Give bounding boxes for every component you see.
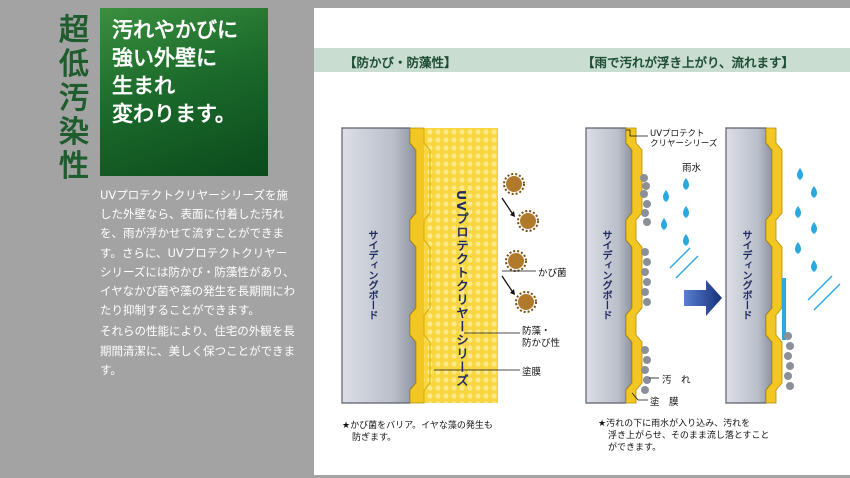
note-right: ★汚れの下に雨水が入り込み、汚れを 浮き上がらせ、そのまま流し落とすこと ができ… (598, 419, 770, 453)
title-char: 染 (59, 115, 89, 150)
title-char: 低 (59, 47, 89, 82)
progress-arrow (684, 280, 722, 316)
rain-drops-right2 (795, 168, 817, 272)
headline-line: 生まれ (112, 74, 175, 98)
dirt-label: 汚 れ (662, 375, 691, 386)
water-film (782, 278, 786, 340)
note-left: ★かび菌をバリア。イヤな藻の発生も 防ぎます。 (342, 421, 493, 443)
dirt-particles-washed (784, 332, 794, 390)
section-title-mold: 【防かび・防藻性】 (344, 55, 457, 70)
title-char: 超 (59, 13, 89, 48)
coating-label-right: UVプロテクト クリヤーシリーズ (650, 129, 718, 149)
coating-layer-right2 (765, 127, 783, 404)
rain-label: 雨水 (682, 163, 702, 174)
siding-label-left: サイディングボード (366, 230, 377, 320)
siding-label-right2: サイディングボード (740, 230, 751, 320)
headline-line: 変わります。 (112, 102, 236, 126)
body-paragraph: UVプロテクトクリヤーシリーズを施した外壁なら、表面に付着した汚れを、雨が浮かせ… (100, 188, 296, 318)
section-title-rain: 【雨で汚れが浮き上がり、流れます】 (582, 55, 795, 70)
headline-line: 汚れやかびに (112, 18, 238, 42)
diagram-panel: 【防かび・防藻性】 【雨で汚れが浮き上がり、流れます】 (314, 8, 850, 475)
coating-label-left: UVプロテクトクリヤーシリーズ (454, 190, 469, 388)
dirt-particles (640, 174, 651, 394)
mold-spore (515, 291, 537, 313)
mold-spore (517, 210, 539, 232)
header-band (314, 48, 850, 72)
mold-label: かび菌 (538, 268, 567, 279)
film-label-left: 塗膜 (522, 367, 542, 378)
siding-label-right1: サイディングボード (600, 230, 611, 320)
title-char: 性 (59, 149, 89, 184)
vertical-title: 超 低 汚 染 性 (57, 14, 91, 184)
diagram-svg (341, 127, 841, 404)
rain-streaks (669, 247, 699, 279)
headline-box: 汚れやかびに 強い外壁に 生まれ 変わります。 (100, 8, 268, 176)
mold-spore (503, 173, 525, 195)
left-panel: 超 低 汚 染 性 汚れやかびに 強い外壁に 生まれ 変わります。 UVプロテク… (0, 0, 314, 478)
clear-coat-left (424, 128, 498, 403)
mold-spore (505, 250, 527, 272)
film-label-right: 塗 膜 (650, 397, 679, 408)
rain-streaks-right2 (807, 275, 841, 311)
title-char: 汚 (59, 81, 89, 116)
body-text: UVプロテクトクリヤーシリーズを施した外壁なら、表面に付着した汚れを、雨が浮かせ… (100, 186, 296, 382)
siding-board-left (341, 127, 417, 404)
coating-layer-right1 (625, 127, 643, 404)
antialgae-label: 防藻・ 防かび性 (522, 326, 561, 349)
headline-line: 強い外壁に (112, 46, 217, 70)
body-paragraph: それらの性能により、住宅の外観を長期間清潔に、美しく保つことができます。 (100, 324, 296, 377)
headline: 汚れやかびに 強い外壁に 生まれ 変わります。 (112, 16, 264, 128)
rain-drops (661, 178, 689, 246)
